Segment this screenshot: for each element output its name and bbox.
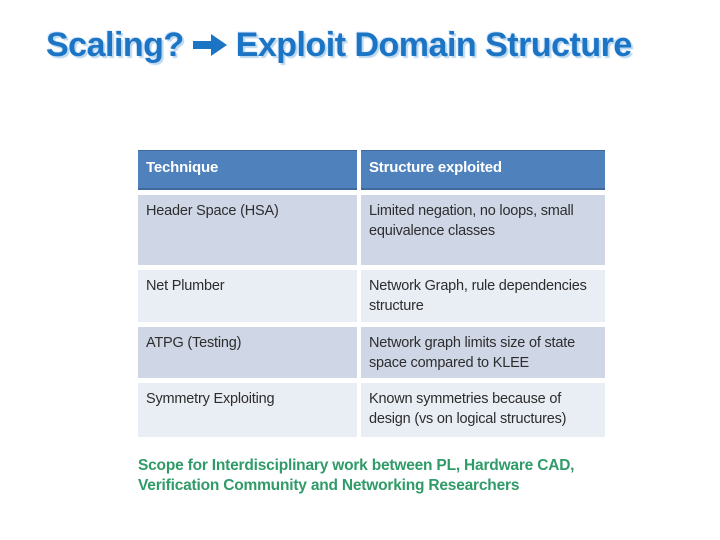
technique-cell: ATPG (Testing)	[138, 327, 357, 378]
technique-cell: Symmetry Exploiting	[138, 383, 357, 437]
technique-cell: Header Space (HSA)	[138, 195, 357, 265]
table-row: Symmetry Exploiting Known symmetries bec…	[138, 383, 605, 437]
table-row: ATPG (Testing) Network graph limits size…	[138, 327, 605, 378]
title-text-before-arrow: Scaling?	[46, 25, 184, 64]
right-arrow-icon	[192, 27, 227, 66]
technique-cell: Net Plumber	[138, 270, 357, 322]
table-header-row: Technique Structure exploited	[138, 150, 605, 190]
structure-exploited-cell: Network graph limits size of state space…	[361, 327, 605, 378]
structure-exploited-cell: Limited negation, no loops, small equiva…	[361, 195, 605, 265]
techniques-table: Technique Structure exploited Header Spa…	[138, 150, 605, 442]
column-header-structure-exploited: Structure exploited	[361, 150, 605, 190]
table-row: Header Space (HSA) Limited negation, no …	[138, 195, 605, 265]
page-title: Scaling? Exploit Domain Structure	[46, 24, 632, 66]
title-text-after-arrow: Exploit Domain Structure	[235, 25, 633, 64]
column-header-technique: Technique	[138, 150, 357, 190]
footer-note: Scope for Interdisciplinary work between…	[138, 457, 575, 494]
table-row: Net Plumber Network Graph, rule dependen…	[138, 270, 605, 322]
structure-exploited-cell: Known symmetries because of design (vs o…	[361, 383, 605, 437]
structure-exploited-cell: Network Graph, rule dependencies structu…	[361, 270, 605, 322]
